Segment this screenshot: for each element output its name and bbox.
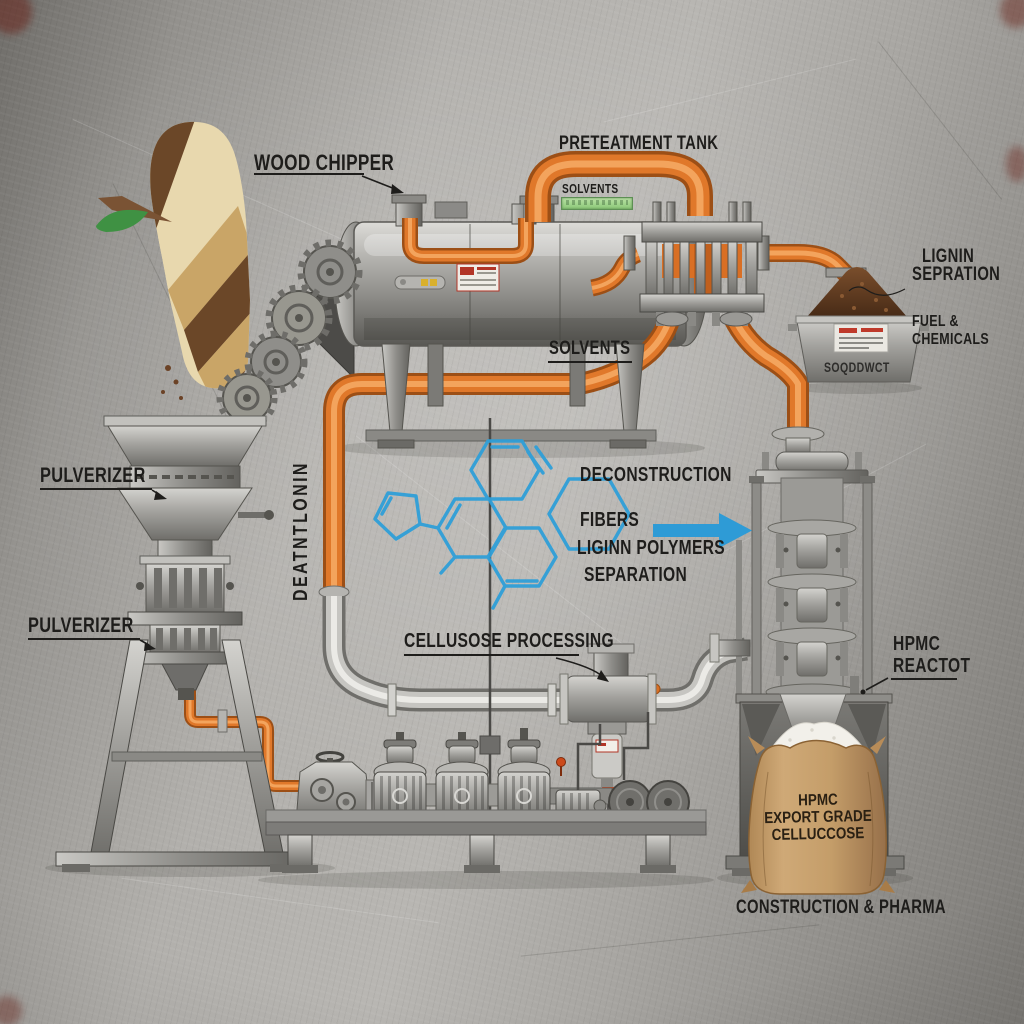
- application-label: CONSTRUCTION & PHARMA: [736, 897, 946, 918]
- hpmc-reactor-label-line2: REACTOT: [893, 655, 971, 677]
- pretreatment-press: [623, 201, 770, 327]
- pretreatment-tank-label: PRETEATMENT TANK: [559, 133, 719, 154]
- pulverizer-label-top: PULVERIZER: [40, 464, 146, 487]
- pipe-flange: [387, 683, 397, 717]
- junction-box: [479, 735, 501, 755]
- pulverizer-label-bottom: PULVERIZER: [28, 614, 134, 637]
- deconstruction-label: DECONSTRUCTION: [580, 464, 732, 486]
- pump-motor: [373, 732, 427, 823]
- pump-skid: [265, 712, 707, 873]
- branch: [98, 196, 172, 222]
- lignin-hopper: [788, 267, 929, 383]
- pipe-tag-vertical-label: DEATNTLONIN: [290, 461, 312, 601]
- processing-tee-fitting: [559, 643, 657, 818]
- wood-log-illustration: [96, 121, 250, 400]
- fuel-chemicals-label-line2: CHEMICALS: [912, 331, 990, 348]
- wood-chipper-label: WOOD CHIPPER: [254, 150, 395, 175]
- orange-piping: [184, 151, 853, 792]
- hpmc-reactor-underline: [891, 678, 957, 680]
- hpmc-reactor-column: [709, 426, 875, 701]
- product-bag: [741, 721, 895, 895]
- flow-arrow-icon: [653, 513, 752, 548]
- chipper-legs: [365, 343, 657, 449]
- pulverizer-bottom-underline: [28, 638, 140, 640]
- pipe-clamp: [217, 709, 228, 733]
- lignin-separation-label-line1: LIGNIN: [922, 246, 975, 267]
- fibers-label: FIBERS: [580, 509, 640, 531]
- gear-train: [216, 239, 363, 429]
- pulverizer-top-underline: [40, 488, 152, 490]
- reactor-stage: [767, 627, 857, 677]
- solvents-display-label: SOLVENTS: [562, 181, 619, 196]
- wood-chips-droplets: [161, 365, 183, 400]
- hpmc-reactor-label-line1: HPMC: [893, 633, 941, 655]
- pipe-flange: [547, 683, 557, 717]
- wood-chipper-underline: [254, 173, 364, 175]
- separation-label: SEPARATION: [584, 564, 688, 586]
- chipper-loop-pipe: [402, 218, 534, 264]
- solvents-pipe-label: SOLVENTS: [549, 338, 631, 359]
- lignin-pile: [806, 267, 908, 318]
- lignin-molecule-structure: [373, 439, 631, 610]
- leader-arrowheads: [144, 184, 866, 695]
- bag-text-line3: CELLUCCOSE: [771, 825, 865, 844]
- hopper-code-label: SOQDDWCT: [824, 360, 890, 375]
- fuel-chemicals-label-line1: FUEL &: [912, 313, 959, 330]
- cellulose-processing-label: CELLUSOSE PROCESSING: [404, 630, 614, 652]
- leaf-icon: [96, 209, 148, 232]
- lignin-polymers-label: LIGINN POLYMERS: [577, 537, 725, 559]
- reactor-stage: [767, 573, 857, 623]
- pulverizer-unit: [55, 415, 309, 872]
- pump-motor: [497, 728, 551, 823]
- lignin-separation-label-line2: SEPRATION: [912, 264, 1001, 285]
- solvent-level-display: [561, 197, 633, 210]
- cellulose-processing-underline: [404, 654, 579, 656]
- reactor-stage: [767, 519, 857, 569]
- solvents-underline: [548, 361, 632, 363]
